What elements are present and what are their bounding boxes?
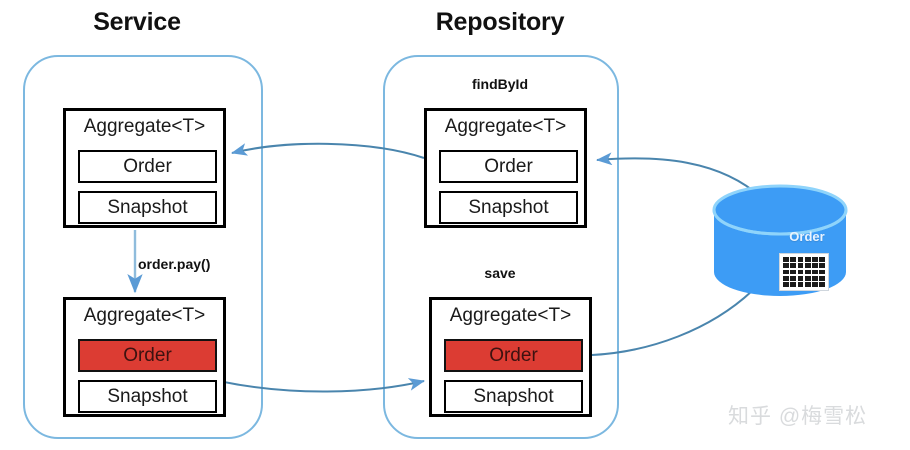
watermark: 知乎 @梅雪松 <box>728 405 868 428</box>
field-snapshot: Snapshot <box>78 191 217 224</box>
arrow-database-to-repository <box>596 152 763 199</box>
aggregate-title: Aggregate<T> <box>83 305 206 326</box>
database-label: Order <box>789 229 825 244</box>
service-aggregate-box-modified: Aggregate<T> Order Snapshot <box>63 297 226 417</box>
repository-aggregate-box-modified: Aggregate<T> Order Snapshot <box>429 297 592 417</box>
aggregate-title: Aggregate<T> <box>449 305 572 326</box>
aggregate-title: Aggregate<T> <box>444 116 567 137</box>
field-order-modified: Order <box>444 339 583 372</box>
operation-label-order-pay: order.pay() <box>138 256 211 272</box>
service-aggregate-box: Aggregate<T> Order Snapshot <box>63 108 226 228</box>
service-container <box>23 55 263 439</box>
field-order: Order <box>78 150 217 183</box>
arrow-repository-to-service <box>231 142 425 159</box>
field-snapshot: Snapshot <box>439 191 578 224</box>
arrow-save-to-database <box>591 290 753 356</box>
method-label-save: save <box>484 265 516 281</box>
repository-container <box>383 55 619 439</box>
field-order-modified: Order <box>78 339 217 372</box>
repository-aggregate-box: Aggregate<T> Order Snapshot <box>424 108 587 228</box>
service-title: Service <box>93 8 181 36</box>
field-snapshot: Snapshot <box>78 380 217 413</box>
arrow-service-to-repository <box>218 378 425 393</box>
aggregate-title: Aggregate<T> <box>83 116 206 137</box>
field-order: Order <box>439 150 578 183</box>
repository-title: Repository <box>435 8 565 36</box>
field-snapshot: Snapshot <box>444 380 583 413</box>
method-label-findbyid: findById <box>472 76 528 92</box>
database-table-icon <box>779 253 829 291</box>
